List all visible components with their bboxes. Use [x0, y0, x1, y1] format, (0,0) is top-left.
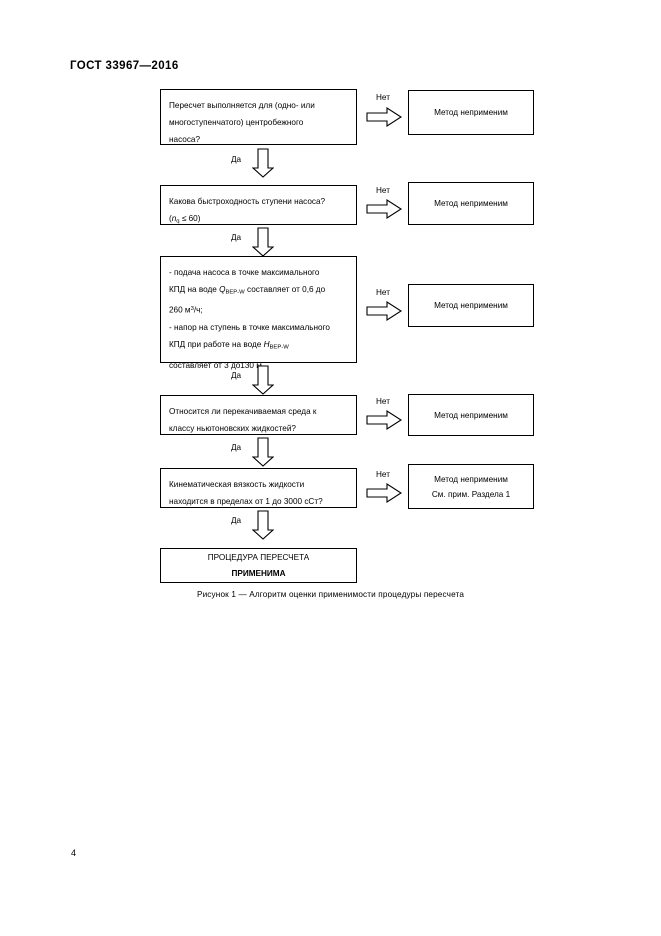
arrow-right-2	[366, 199, 402, 219]
document-header-standard-number: ГОСТ 33967—2016	[70, 60, 179, 72]
decision-node-newtonian-fluid: Относится ли перекачиваемая среда к клас…	[160, 395, 357, 435]
edge-label-no-4: Нет	[376, 397, 390, 406]
edge-label-no-2: Нет	[376, 186, 390, 195]
decision-node-pump-type-text: Пересчет выполняется для (одно- или мног…	[169, 101, 315, 144]
edge-label-no-5: Нет	[376, 470, 390, 479]
arrow-right-5	[366, 483, 402, 503]
decision-node-flow-and-head-range-text: - подача насоса в точке максимального КП…	[169, 268, 330, 370]
figure-caption: Рисунок 1 — Алгоритм оценки применимости…	[196, 590, 465, 599]
outcome-node-method-not-applicable-4: Метод неприменим	[408, 394, 534, 436]
edge-label-yes-2: Да	[231, 233, 242, 242]
outcome-node-method-not-applicable-2: Метод неприменим	[408, 182, 534, 225]
arrow-right-3	[366, 301, 402, 321]
decision-node-newtonian-fluid-text: Относится ли перекачиваемая среда к клас…	[169, 407, 317, 433]
edge-label-yes-3: Да	[231, 371, 242, 380]
outcome-node-method-not-applicable-3: Метод неприменим	[408, 284, 534, 327]
decision-node-kinematic-viscosity-text: Кинематическая вязкость жидкости находит…	[169, 480, 323, 506]
decision-node-specific-speed-text: Какова быстроходность ступени насоса? (n…	[169, 197, 326, 225]
page-number: 4	[71, 848, 77, 858]
arrow-down-5	[252, 510, 274, 540]
decision-node-specific-speed: Какова быстроходность ступени насоса? (n…	[160, 185, 357, 225]
arrow-down-2	[252, 227, 274, 257]
terminal-node-procedure-applicable: ПРОЦЕДУРА ПЕРЕСЧЕТА ПРИМЕНИМА	[160, 548, 357, 583]
arrow-down-4	[252, 437, 274, 467]
arrow-down-1	[252, 148, 274, 178]
decision-node-kinematic-viscosity: Кинематическая вязкость жидкости находит…	[160, 468, 357, 508]
edge-label-yes-4: Да	[231, 443, 242, 452]
edge-label-no-3: Нет	[376, 288, 390, 297]
edge-label-no-1: Нет	[376, 93, 390, 102]
arrow-right-4	[366, 410, 402, 430]
outcome-node-method-not-applicable-1: Метод неприменим	[408, 90, 534, 135]
arrow-right-1	[366, 107, 402, 127]
edge-label-yes-5: Да	[231, 516, 242, 525]
arrow-down-3	[252, 365, 274, 395]
decision-node-flow-and-head-range: - подача насоса в точке максимального КП…	[160, 256, 357, 370]
edge-label-yes-1: Да	[231, 155, 242, 164]
decision-node-pump-type: Пересчет выполняется для (одно- или мног…	[160, 89, 357, 145]
outcome-node-method-not-applicable-5: Метод неприменим См. прим. Раздела 1	[408, 464, 534, 509]
